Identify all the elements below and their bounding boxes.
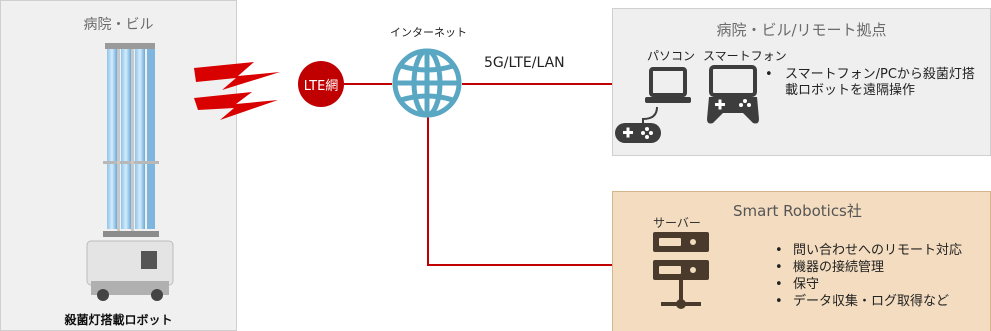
remote-site-panel: 病院・ビル/リモート拠点 パソコン スマートフォン • スマートフォン/PCから… [612,8,991,156]
gamepad-icon [615,106,661,143]
list-item: 問い合わせへのリモート対応 [773,242,962,259]
tablet-controller-icon [707,65,759,124]
smartphone-label: スマートフォン [703,49,787,63]
hospital-panel: 病院・ビル 殺菌灯搭載ロボット [0,0,237,331]
internet-to-server-line [427,116,612,266]
globe-icon [392,48,462,118]
server-icon [653,232,709,309]
bullet-icon: • [765,67,773,82]
list-item: 保守 [773,276,962,293]
robot-caption: 殺菌灯搭載ロボット [64,313,173,327]
pc-label: パソコン [647,49,696,63]
remote-description: • スマートフォン/PCから殺菌灯搭載ロボットを遠隔操作 [765,67,985,99]
remote-description-text: スマートフォン/PCから殺菌灯搭載ロボットを遠隔操作 [785,67,975,98]
laptop-icon [645,67,691,103]
company-title: Smart Robotics社 [733,202,862,220]
lte-network-badge: LTE網 [298,61,344,107]
remote-title: 病院・ビル/リモート拠点 [716,21,887,39]
server-label: サーバー [653,216,701,230]
list-item: データ収集・ログ取得など [773,293,962,310]
internet-label: インターネット [390,26,467,39]
lightning-icon [194,62,280,120]
company-panel: Smart Robotics社 サーバー 問い合わせへのリモート対応 機器の接続… [612,191,991,331]
list-item: 機器の接続管理 [773,259,962,276]
hospital-title: 病院・ビル [83,17,154,33]
service-list: 問い合わせへのリモート対応 機器の接続管理 保守 データ収集・ログ取得など [773,242,962,310]
robot-illustration [86,43,174,301]
link-type-label: 5G/LTE/LAN [484,55,565,71]
